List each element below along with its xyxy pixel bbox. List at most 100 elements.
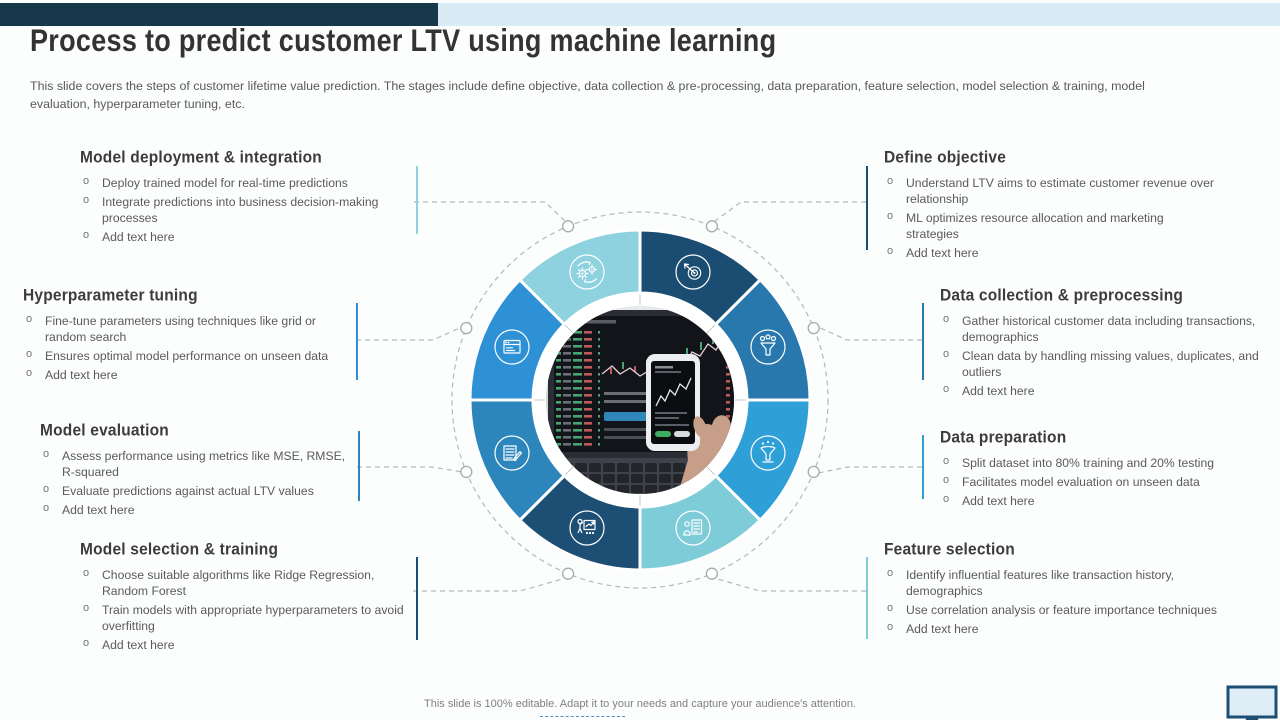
bullet-item: Split dataset into 80% training and 20% … — [940, 454, 1262, 471]
stage-bullet-list: Choose suitable algorithms like Ridge Re… — [80, 566, 415, 653]
bullet-item: Gather historical customer data includin… — [940, 312, 1262, 345]
accent-bar — [358, 431, 360, 501]
bullet-item: Identify influential features like trans… — [884, 566, 1218, 599]
bullet-item: Use correlation analysis or feature impo… — [884, 601, 1218, 618]
segment-define-objective — [638, 228, 762, 326]
connector-lines — [356, 201, 922, 592]
segment-model-evaluation — [468, 398, 566, 522]
process-ring — [468, 228, 812, 572]
connector-define-objective — [714, 201, 866, 222]
bullet-item: Add text here — [23, 366, 355, 383]
stage-block-hyperparameter-tuning: Hyperparameter tuning Fine-tune paramete… — [23, 286, 358, 386]
connector-data-preparation — [817, 466, 922, 474]
bullet-item: Evaluate predictions against actual LTV … — [40, 482, 357, 499]
stage-title: Model evaluation — [40, 421, 357, 441]
connector-data-collection — [817, 326, 922, 341]
page-title-text: Process to predict customer LTV using ma… — [30, 23, 777, 58]
bullet-item: Understand LTV aims to estimate customer… — [884, 174, 1216, 207]
stage-title-text: Model evaluation — [40, 421, 169, 440]
notepad-pencil-icon — [494, 435, 530, 471]
accent-bar — [356, 303, 358, 380]
segment-feature-selection — [638, 474, 762, 572]
dashed-guide-circle — [451, 211, 829, 589]
footer-dashed-underline — [540, 716, 625, 717]
footer-note: This slide is 100% editable. Adapt it to… — [424, 698, 856, 710]
top-bar-dark-segment — [0, 3, 438, 26]
stage-bullet-list: Gather historical customer data includin… — [940, 312, 1262, 399]
connector-model-deployment — [414, 201, 566, 222]
bullet-item: Integrate predictions into business deci… — [80, 193, 415, 226]
connector-hyperparameter-tuning — [356, 326, 463, 341]
node-define-objective — [705, 220, 719, 233]
bullet-item: Add text here — [884, 620, 1218, 637]
accent-bar — [922, 303, 924, 380]
stage-bullet-list: Split dataset into 80% training and 20% … — [940, 454, 1262, 509]
node-feature-selection — [705, 567, 719, 580]
profile-card-icon — [494, 329, 530, 365]
stage-title: Model deployment & integration — [80, 148, 415, 168]
stage-title-text: Feature selection — [884, 540, 1015, 559]
node-data-collection — [807, 321, 820, 335]
bullet-item: Add text here — [940, 492, 1262, 509]
clipboard-person-icon — [675, 510, 711, 546]
stage-title-text: Model deployment & integration — [80, 148, 322, 167]
bullet-item: Add text here — [884, 244, 1216, 261]
stage-bullet-list: Assess performance using metrics like MS… — [40, 447, 357, 518]
bullet-item: Deploy trained model for real-time predi… — [80, 174, 415, 191]
top-accent-bar — [0, 3, 1280, 26]
accent-bar — [866, 166, 868, 250]
ring-spokes — [534, 294, 746, 506]
connector-model-selection — [413, 577, 567, 592]
segment-hyperparameter-tuning — [468, 278, 566, 402]
stage-title: Model selection & training — [80, 540, 415, 560]
stage-title-text: Model selection & training — [80, 540, 279, 559]
stage-block-model-evaluation: Model evaluation Assess performance usin… — [40, 421, 360, 521]
accent-bar — [922, 435, 924, 499]
funnel-coins-icon — [750, 329, 786, 365]
stage-title-text: Hyperparameter tuning — [23, 286, 198, 305]
page-subtitle: This slide covers the steps of customer … — [30, 79, 1145, 111]
connector-feature-selection — [713, 577, 866, 592]
target-icon — [675, 254, 711, 290]
segment-data-collection — [714, 278, 812, 402]
node-model-evaluation — [460, 465, 473, 479]
stage-block-model-deployment: Model deployment & integration Deploy tr… — [80, 148, 418, 248]
stage-block-data-preparation: Data preparation Split dataset into 80% … — [922, 428, 1262, 512]
accent-bar — [416, 166, 418, 234]
segment-model-deployment — [518, 228, 642, 326]
bullet-item: Clean data by handling missing values, d… — [940, 347, 1262, 380]
segment-data-preparation — [714, 398, 812, 522]
inner-white-ring — [533, 293, 747, 507]
funnel-filter-icon — [750, 435, 786, 471]
bullet-item: ML optimizes resource allocation and mar… — [884, 209, 1216, 242]
stage-title: Data preparation — [940, 428, 1262, 448]
page-title: Process to predict customer LTV using ma… — [30, 23, 776, 59]
accent-bar — [416, 557, 418, 640]
gears-sync-icon — [569, 254, 605, 290]
stage-block-data-collection: Data collection & preprocessing Gather h… — [922, 286, 1262, 402]
stage-title: Define objective — [884, 148, 1216, 168]
stage-block-model-selection: Model selection & training Choose suitab… — [80, 540, 418, 656]
center-image-trading-photo — [546, 306, 734, 494]
stage-bullet-list: Identify influential features like trans… — [884, 566, 1218, 637]
bullet-item: Ensures optimal model performance on uns… — [23, 347, 355, 364]
accent-bar — [866, 557, 868, 639]
stage-title-text: Data preparation — [940, 428, 1067, 447]
bullet-item: Add text here — [80, 228, 415, 245]
bullet-item: Choose suitable algorithms like Ridge Re… — [80, 566, 415, 599]
stage-title: Hyperparameter tuning — [23, 286, 355, 306]
top-bar-light-segment — [438, 3, 1280, 26]
connector-nodes — [460, 220, 820, 580]
stage-title: Data collection & preprocessing — [940, 286, 1262, 306]
bullet-item: Train models with appropriate hyperparam… — [80, 601, 415, 634]
node-model-deployment — [561, 220, 575, 233]
stage-block-define-objective: Define objective Understand LTV aims to … — [866, 148, 1216, 264]
stage-title: Feature selection — [884, 540, 1218, 560]
node-data-preparation — [807, 465, 820, 479]
stage-block-feature-selection: Feature selection Identify influential f… — [866, 540, 1218, 640]
bullet-item: Add text here — [40, 501, 357, 518]
connector-model-evaluation — [357, 466, 463, 473]
stage-title-text: Define objective — [884, 148, 1007, 167]
bullet-item: Facilitates model evaluation on unseen d… — [940, 473, 1262, 490]
